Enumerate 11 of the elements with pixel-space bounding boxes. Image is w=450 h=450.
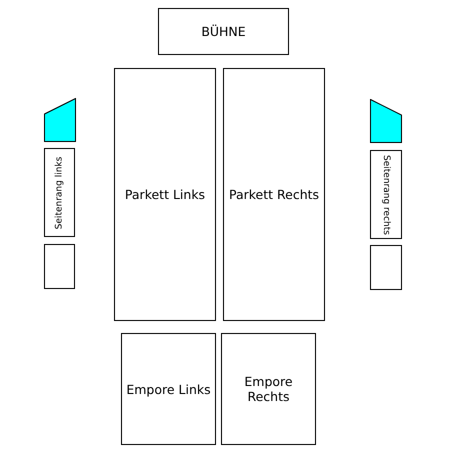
side-seating-area: Seitenrang rechts — [370, 150, 402, 239]
stage-area: BÜHNE — [158, 8, 289, 55]
seating-area: Parkett Links — [114, 68, 216, 321]
side-seating-area: Seitenrang links — [44, 148, 75, 237]
seat-block — [44, 98, 76, 142]
balcony-area: Empore Links — [121, 333, 216, 445]
seating-area: Parkett Rechts — [223, 68, 325, 321]
seat-block — [370, 99, 402, 143]
balcony-area: Empore Rechts — [221, 333, 316, 445]
seat-block — [44, 244, 75, 289]
seat-block — [370, 245, 402, 290]
